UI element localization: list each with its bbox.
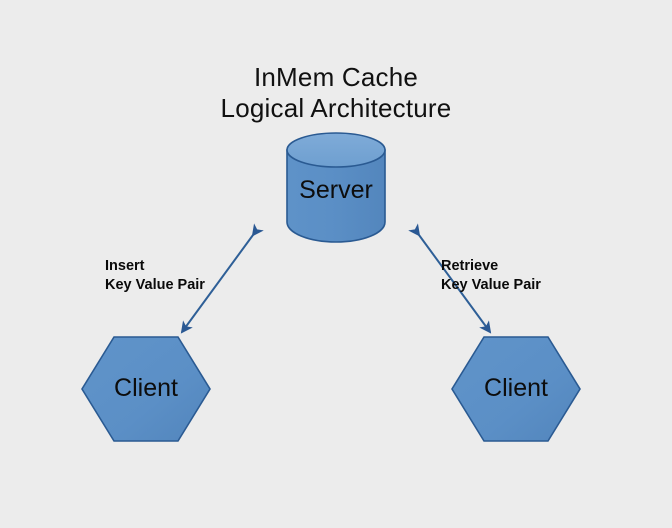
edge-retrieve-arrow xyxy=(408,223,492,334)
edge-insert-label-line1: Insert xyxy=(105,258,145,274)
edge-insert-label: Insert Key Value Pair xyxy=(105,257,205,295)
client-right-node[interactable] xyxy=(451,336,581,442)
edge-retrieve-label: Retrieve Key Value Pair xyxy=(441,257,541,295)
client-left-node[interactable] xyxy=(81,336,211,442)
edge-insert-label-line2: Key Value Pair xyxy=(105,277,205,293)
diagram-title-line1: InMem Cache xyxy=(253,62,419,92)
edge-retrieve-label-line1: Retrieve xyxy=(441,258,499,274)
edge-insert-arrow xyxy=(180,223,264,334)
server-node-label: Server xyxy=(299,176,373,204)
edge-retrieve-label-line2: Key Value Pair xyxy=(441,277,541,293)
client-left-node-label: Client xyxy=(114,374,178,402)
client-right-node-label: Client xyxy=(484,374,548,402)
diagram-title: InMem Cache Logical Architecture xyxy=(0,62,672,124)
server-node[interactable] xyxy=(286,132,386,243)
diagram-title-line2: Logical Architecture xyxy=(220,93,452,123)
